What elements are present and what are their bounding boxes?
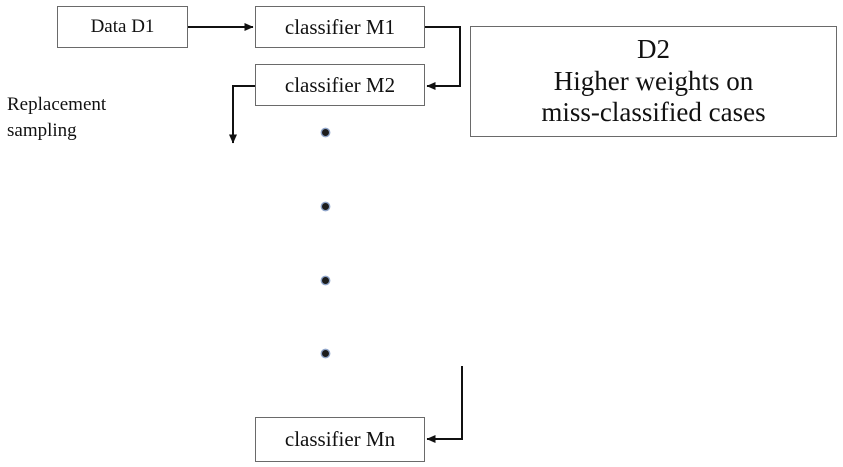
arrow-into-mn <box>426 366 463 443</box>
classifier-mn-label: classifier Mn <box>284 427 396 451</box>
classifier-m1-label: classifier M1 <box>284 14 396 39</box>
data-d1-box: Data D1 <box>57 6 188 48</box>
replacement-note-line-1: Replacement <box>7 94 107 115</box>
arrow-m2-down <box>229 85 255 144</box>
classifier-m2-label: classifier M2 <box>284 72 396 97</box>
ellipsis-dot-2 <box>322 203 329 210</box>
replacement-sampling-note: Replacement sampling <box>7 92 106 143</box>
replacement-note-line-2: sampling <box>7 119 77 141</box>
d2-line-2: miss-classified cases <box>541 97 766 128</box>
ellipsis-dot-1 <box>322 129 329 136</box>
classifier-m2-box: classifier M2 <box>255 64 425 106</box>
classifier-m1-box: classifier M1 <box>255 6 425 48</box>
data-d1-label: Data D1 <box>90 16 155 37</box>
d2-title: D2 <box>637 33 670 64</box>
ellipsis-dot-3 <box>322 277 329 284</box>
d2-weights-box: D2 Higher weights on miss-classified cas… <box>470 26 837 137</box>
d2-line-1: Higher weights on <box>553 65 754 96</box>
arrow-m1-to-m2 <box>425 26 461 90</box>
ellipsis-dot-4 <box>322 350 329 357</box>
classifier-mn-box: classifier Mn <box>255 417 425 462</box>
